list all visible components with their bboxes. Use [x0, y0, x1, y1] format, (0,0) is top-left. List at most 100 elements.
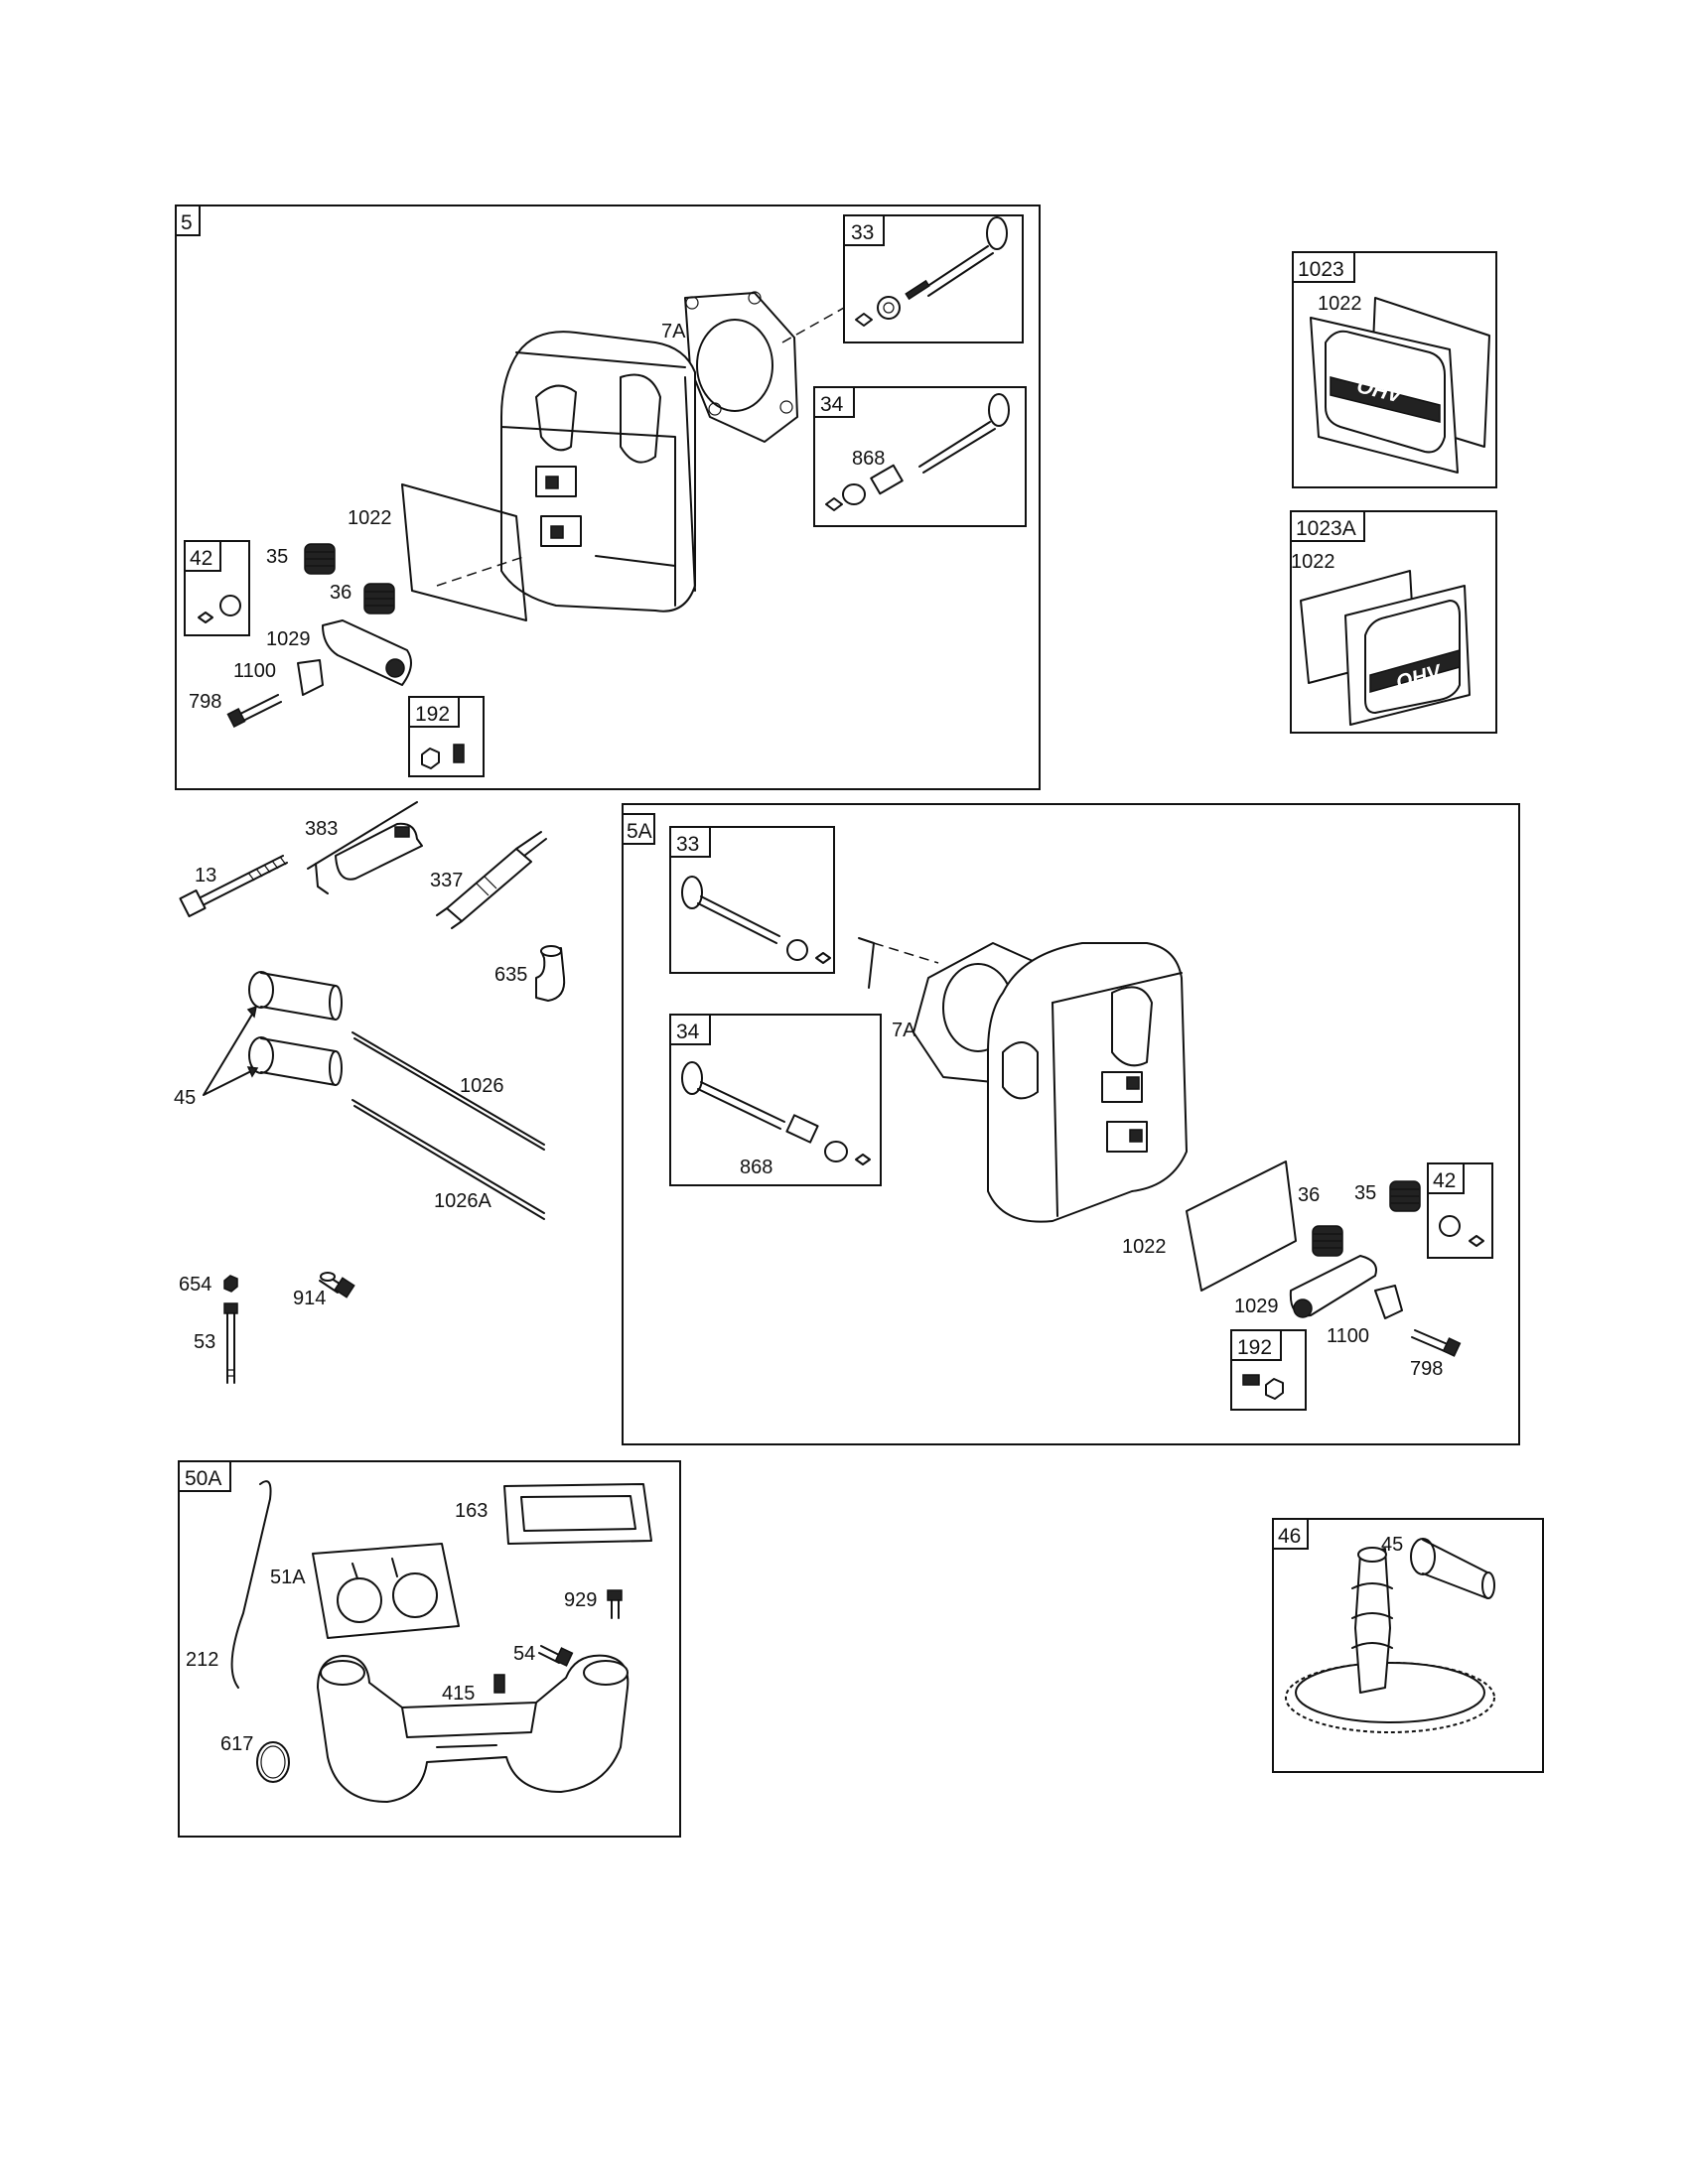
exhaust-valve — [681, 1061, 785, 1130]
valve-lifter-lower — [248, 1036, 343, 1086]
seal-inner — [883, 302, 895, 314]
valve-lifter — [1410, 1538, 1495, 1599]
gasket-163 — [503, 1483, 652, 1545]
nut — [1265, 1378, 1284, 1400]
callout-arrow — [246, 1005, 259, 1078]
group-5-label-1029: 1029 — [266, 628, 311, 650]
head-bolt — [179, 855, 288, 917]
retainer — [855, 1154, 871, 1165]
tag-box — [1427, 1162, 1465, 1194]
cylinder-head — [987, 942, 1188, 1223]
group-50A-tag: 50A — [185, 1467, 221, 1490]
intake-valve — [681, 876, 780, 944]
group-5-subbox-33 — [843, 214, 1024, 343]
group-5A-frame — [622, 803, 1520, 1445]
tag-box — [669, 1014, 711, 1045]
group-5-tag: 5 — [181, 211, 193, 234]
callout-line — [781, 307, 845, 343]
rocker-guide — [297, 659, 324, 696]
group-5-label-1100: 1100 — [233, 660, 276, 682]
group-5-label-798: 798 — [189, 691, 221, 713]
valve-seal — [786, 939, 808, 961]
group-5A-label-192: 192 — [1237, 1336, 1272, 1359]
valve-spring-35 — [304, 543, 336, 575]
elbow-fitting — [535, 945, 566, 1002]
group-5A-label-7A: 7A — [892, 1020, 916, 1041]
group-5-label-34: 34 — [820, 393, 844, 416]
group-5-label-36: 36 — [330, 582, 351, 604]
group-1023A-label-1022: 1022 — [1291, 551, 1335, 573]
label-635: 635 — [494, 964, 527, 986]
loose-parts: 13 383 337 635 — [174, 801, 566, 1384]
tag-box — [622, 813, 655, 845]
group-5-tag-box — [175, 205, 201, 236]
callout-line — [858, 937, 875, 989]
group-50A-label-212: 212 — [186, 1649, 218, 1671]
group-1023A: 1023A 1022 OHV — [1290, 510, 1497, 734]
group-5A-label-33: 33 — [676, 833, 699, 856]
tag-box — [178, 1460, 231, 1492]
tag-box — [1230, 1329, 1282, 1361]
group-50A-label-163: 163 — [455, 1500, 488, 1522]
group-5A-label-34: 34 — [676, 1021, 700, 1043]
breather-tube — [230, 1480, 272, 1689]
label-1026A: 1026A — [434, 1190, 491, 1212]
group-46-tag: 46 — [1278, 1525, 1301, 1548]
ignition-coil — [307, 801, 423, 894]
group-5-label-192: 192 — [415, 703, 450, 726]
retainer — [198, 612, 213, 623]
group-5A-label-868: 868 — [740, 1157, 772, 1178]
valve-spring-36 — [363, 583, 395, 614]
group-5: 5 33 34 868 7A — [175, 205, 1041, 790]
valve-seal — [824, 1141, 848, 1162]
valve-spring-36 — [1312, 1225, 1343, 1257]
bolt-54 — [538, 1645, 574, 1667]
rocker-bolt — [226, 694, 282, 728]
group-5-label-868: 868 — [852, 448, 885, 470]
group-5-label-1022: 1022 — [348, 507, 392, 529]
camshaft-gear — [1285, 1547, 1495, 1733]
o-ring-inner — [260, 1745, 286, 1779]
rocker-bolt — [1411, 1329, 1462, 1357]
group-5A-label-1022: 1022 — [1122, 1236, 1167, 1258]
retainer — [1469, 1235, 1484, 1247]
group-50A-label-51A: 51A — [270, 1567, 306, 1588]
valve-cover: OHV — [1310, 317, 1459, 474]
valve-guide — [870, 464, 904, 495]
tag-box — [843, 214, 885, 246]
rocker-guide — [1374, 1285, 1403, 1319]
group-5-label-35: 35 — [266, 546, 288, 568]
head-gasket — [684, 291, 798, 443]
group-1023: 1023 1022 OHV — [1292, 251, 1497, 488]
group-5A-label-798: 798 — [1410, 1358, 1443, 1380]
set-screw — [453, 744, 465, 763]
group-5A-label-36: 36 — [1298, 1184, 1320, 1206]
label-914: 914 — [293, 1288, 326, 1309]
exhaust-valve — [918, 393, 1010, 474]
exhaust-manifold — [317, 1654, 630, 1803]
label-1026: 1026 — [460, 1075, 504, 1097]
plug-929 — [607, 1589, 623, 1619]
tag-box — [1290, 510, 1365, 542]
callout-line — [873, 942, 939, 964]
set-screw — [1242, 1374, 1260, 1386]
washer — [1439, 1215, 1461, 1237]
group-5-label-42: 42 — [190, 547, 212, 570]
group-5A: 5A 33 34 868 7A — [622, 803, 1520, 1445]
valve-lifter-upper — [248, 971, 343, 1021]
group-5A-tag: 5A — [627, 820, 652, 843]
valve-spring-35 — [1389, 1180, 1421, 1212]
group-46: 46 45 — [1272, 1518, 1544, 1773]
rocker-arm — [1289, 1255, 1377, 1318]
o-ring — [256, 1741, 290, 1783]
retainer — [855, 313, 873, 327]
group-50A-label-54: 54 — [513, 1643, 535, 1665]
label-654: 654 — [179, 1274, 211, 1296]
group-5A-label-1029: 1029 — [1234, 1296, 1279, 1317]
stud — [223, 1302, 238, 1384]
flange-bolt — [319, 1272, 355, 1298]
retainer — [825, 497, 843, 511]
callout-line — [203, 1012, 254, 1096]
group-5A-label-1100: 1100 — [1327, 1325, 1369, 1347]
nut — [421, 748, 440, 769]
